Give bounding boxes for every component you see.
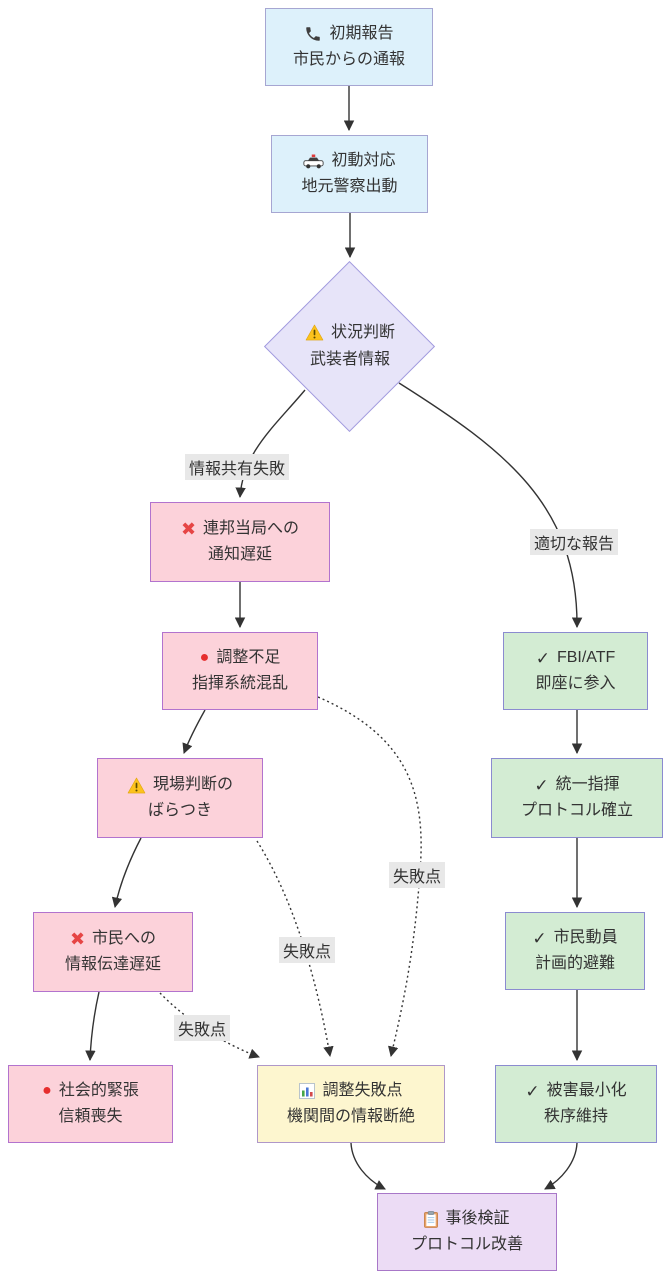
node-first-response: 初動対応 地元警察出動 [271,135,428,213]
node-onsite-judgment-variation-line2: ばらつき [147,802,212,819]
node-citizen-mobilization: ✓ 市民動員 計画的避難 [505,912,645,990]
node-situation-judgment: 状況判断 武装者情報 [280,308,420,384]
check-icon: ✓ [532,928,547,948]
red-circle-icon: ● [42,1082,52,1099]
node-citizen-info-delay-line2: 情報伝達遅延 [64,956,161,973]
edge-dotted-citizen-delay-to-failurepoint [159,992,260,1059]
node-damage-minimization-line1: 被害最小化 [546,1082,627,1099]
node-post-incident-review: 事後検証 プロトコル改善 [377,1193,557,1271]
warning-icon [127,777,146,794]
edge-label-failure-point-1: 失敗点 [388,862,446,888]
warning-icon [305,324,324,341]
edge-failurepoint-to-review [350,1142,386,1190]
node-damage-minimization: ✓ 被害最小化 秩序維持 [495,1065,657,1143]
node-social-tension-line1: 社会的緊張 [58,1082,139,1099]
edge-judgment-to-notification-delay [235,389,306,499]
node-social-tension-line2: 信頼喪失 [58,1108,123,1125]
node-coordination-shortage: ● 調整不足 指揮系統混乱 [162,632,318,710]
node-situation-judgment-line1: 状況判断 [330,324,395,341]
bar-chart-icon [299,1083,316,1099]
node-citizen-info-delay-line1: 市民への [92,930,157,947]
node-coordination-shortage-line2: 指揮系統混乱 [191,675,288,692]
node-fbi-atf-entry: ✓ FBI/ATF 即座に参入 [503,632,648,710]
check-icon: ✓ [534,775,549,795]
node-initial-report-line2: 市民からの通報 [292,51,405,68]
node-citizen-info-delay: ✖ 市民への 情報伝達遅延 [33,912,193,992]
police-car-icon [303,154,325,169]
node-coordination-failure-point-line1: 調整失敗点 [322,1082,403,1099]
node-unified-command-line1: 統一指揮 [555,776,620,793]
red-circle-icon: ● [199,649,210,666]
node-unified-command: ✓ 統一指揮 プロトコル確立 [491,758,663,838]
phone-icon [304,25,322,43]
node-notification-delay-line1: 連邦当局への [203,520,300,537]
node-citizen-mobilization-line2: 計画的避難 [534,955,615,972]
node-notification-delay-line2: 通知遅延 [207,546,272,563]
edge-label-appropriate-report: 適切な報告 [529,529,619,555]
clipboard-icon [424,1210,439,1228]
node-post-incident-review-line2: プロトコル改善 [410,1236,523,1253]
edge-coordination-to-onsite [182,709,206,754]
edge-judgment-to-fbi [398,382,583,629]
check-icon: ✓ [525,1081,540,1101]
node-first-response-line2: 地元警察出動 [301,178,398,195]
node-citizen-mobilization-line1: 市民動員 [553,929,618,946]
edge-onsite-to-citizen-delay [111,837,142,909]
edge-minimization-to-review [544,1142,578,1190]
node-first-response-line1: 初動対応 [331,152,396,169]
node-coordination-failure-point: 調整失敗点 機関間の情報断絶 [257,1065,445,1143]
edge-label-failure-point-2: 失敗点 [278,937,336,963]
node-unified-command-line2: プロトコル確立 [520,802,633,819]
node-fbi-atf-entry-line1: FBI/ATF [556,649,616,666]
node-social-tension: ● 社会的緊張 信頼喪失 [8,1065,173,1143]
cross-mark-icon: ✖ [180,519,197,539]
node-post-incident-review-line1: 事後検証 [445,1210,510,1227]
node-initial-report-line1: 初期報告 [329,25,394,42]
node-coordination-shortage-line1: 調整不足 [216,649,281,666]
edge-label-info-sharing-failure: 情報共有失敗 [184,454,290,480]
check-icon: ✓ [535,648,550,668]
node-onsite-judgment-variation: 現場判断の ばらつき [97,758,263,838]
node-notification-delay: ✖ 連邦当局への 通知遅延 [150,502,330,582]
edge-label-failure-point-3: 失敗点 [173,1015,231,1041]
edge-citizen-delay-to-tension [85,991,100,1062]
node-initial-report: 初期報告 市民からの通報 [265,8,433,86]
node-onsite-judgment-variation-line1: 現場判断の [152,776,233,793]
node-damage-minimization-line2: 秩序維持 [543,1108,608,1125]
node-coordination-failure-point-line2: 機関間の情報断絶 [286,1108,415,1125]
node-fbi-atf-entry-line2: 即座に参入 [535,675,616,692]
node-situation-judgment-line2: 武装者情報 [309,351,390,368]
cross-mark-icon: ✖ [69,929,86,949]
